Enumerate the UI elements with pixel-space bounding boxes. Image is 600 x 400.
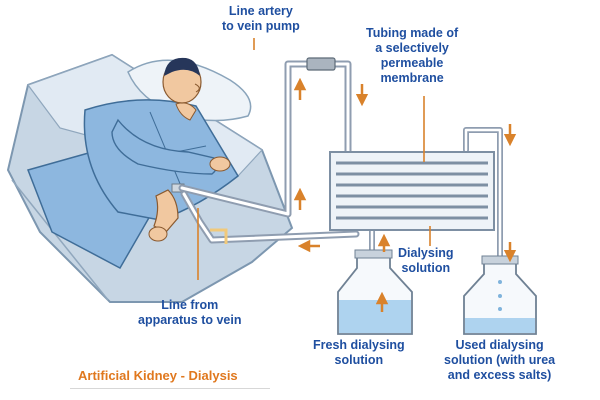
- label-tubing-membrane: Tubing made of a selectively permeable m…: [366, 26, 458, 86]
- label-line: solution: [334, 353, 384, 367]
- flow-arrows: [293, 77, 517, 312]
- label-line-to-vein: Line from apparatus to vein: [138, 298, 242, 328]
- diagram-caption: Artificial Kidney - Dialysis: [78, 368, 238, 383]
- label-fresh-solution: Fresh dialysing solution: [313, 338, 405, 368]
- label-line: a selectively: [375, 41, 449, 55]
- used-solution-bottle: [463, 255, 537, 335]
- label-line: Used dialysing: [455, 338, 544, 352]
- dialyser-coil: [329, 151, 495, 231]
- label-line: to vein pump: [222, 19, 300, 33]
- label-line: apparatus to vein: [138, 313, 242, 327]
- bracket-return-line: [210, 228, 228, 244]
- label-line: Line artery: [228, 4, 293, 18]
- label-line: solution: [401, 261, 451, 275]
- leader-lines: [197, 38, 431, 280]
- label-line: Dialysing: [398, 246, 454, 260]
- label-line: Fresh dialysing: [313, 338, 405, 352]
- label-line: Line from: [161, 298, 219, 312]
- label-line: Tubing made of: [366, 26, 459, 40]
- label-dialysing-solution: Dialysing solution: [398, 246, 454, 276]
- fresh-solution-bottle: [337, 249, 413, 335]
- label-line: membrane: [380, 71, 444, 85]
- label-line: permeable: [380, 56, 444, 70]
- caption-underline: [70, 388, 270, 389]
- pump: [306, 57, 336, 71]
- label-used-solution: Used dialysing solution (with urea and e…: [444, 338, 555, 383]
- label-line: and excess salts): [447, 368, 552, 382]
- label-line: solution (with urea: [444, 353, 556, 367]
- label-artery-to-vein-pump: Line artery to vein pump: [222, 4, 300, 34]
